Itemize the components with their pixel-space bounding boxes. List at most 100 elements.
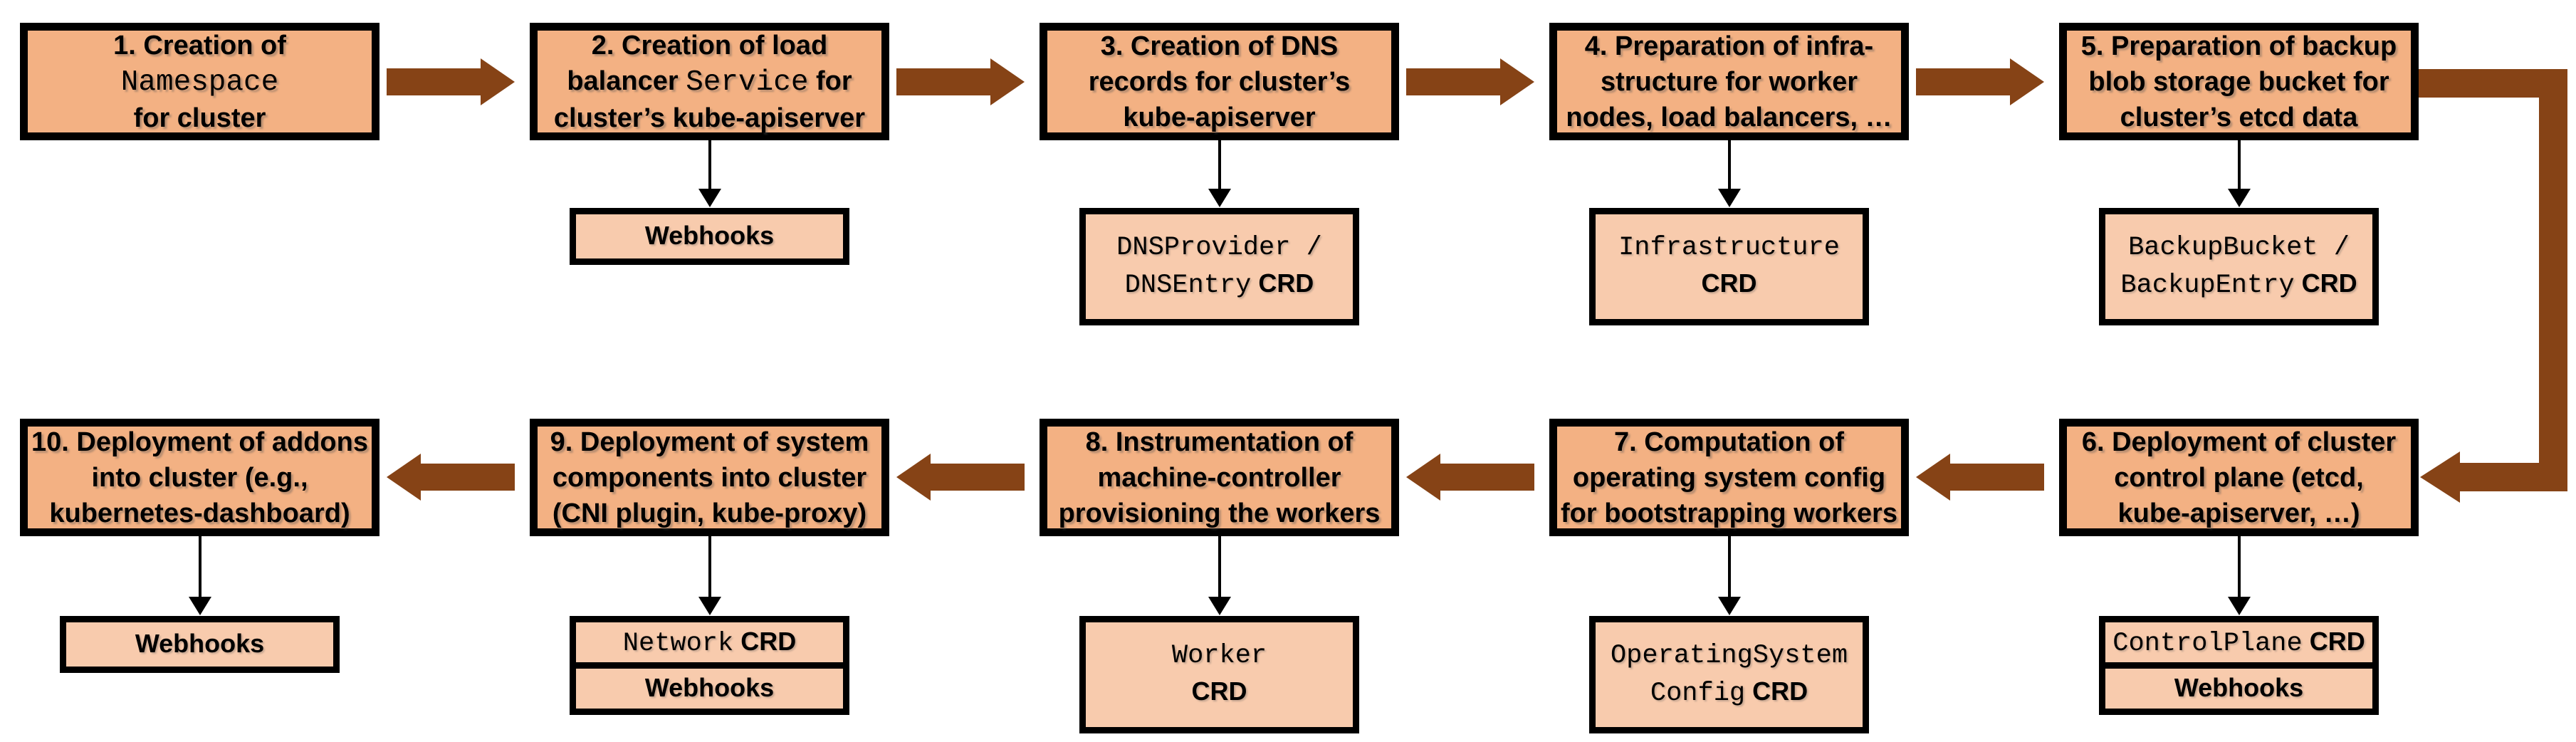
text-segment: CRD — [1191, 676, 1247, 706]
step-2-text-line: 2. Creation of load — [592, 28, 827, 63]
step-5-text-line: blob storage bucket for — [2088, 64, 2389, 100]
text-segment: records for cluster’s — [1088, 66, 1351, 97]
step-8-text-line: 8. Instrumentation of — [1086, 424, 1354, 460]
step-2-sub-stack: Webhooks — [570, 208, 849, 265]
backupbucket-backupentry-crd-text-line: BackupBucket / — [2128, 231, 2350, 266]
text-segment: structure for worker — [1600, 66, 1858, 97]
text-segment: kubernetes-dashboard) — [49, 498, 350, 528]
text-segment: DNSEntry — [1124, 270, 1252, 301]
text-segment: into cluster (e.g., — [91, 462, 308, 493]
text-segment: 6. Deployment of cluster — [2081, 427, 2397, 457]
text-segment: 5. Preparation of backup — [2080, 31, 2397, 61]
text-segment: Worker — [1171, 640, 1267, 671]
flow-arrow-step8-to-step9 — [896, 454, 1025, 501]
backupbucket-backupentry-crd-text-line: BackupEntry CRD — [2120, 266, 2357, 303]
flow-arrow-step1-to-step2 — [387, 58, 515, 105]
step-10-sub-stack: Webhooks — [60, 616, 340, 673]
controlplane-crd-text-line: ControlPlane CRD — [2112, 624, 2365, 662]
webhooks-box: Webhooks — [570, 208, 849, 265]
text-segment: components into cluster — [552, 462, 867, 493]
text-segment: cluster’s kube-apiserver — [553, 103, 866, 133]
step-6-text-line: control plane (etcd, — [2114, 460, 2363, 496]
step-9-sub-stack: Network CRD Webhooks — [570, 616, 849, 715]
step-4-box: 4. Preparation of infra-structure for wo… — [1549, 23, 1909, 140]
down-arrow-icon — [2227, 140, 2251, 207]
text-segment: balancer — [567, 66, 686, 96]
text-segment: Config — [1650, 678, 1746, 709]
text-segment: nodes, load balancers, … — [1566, 102, 1892, 132]
text-segment: Webhooks — [644, 672, 775, 702]
webhooks-text-line: Webhooks — [645, 218, 774, 256]
text-segment: provisioning the workers — [1058, 498, 1381, 528]
down-arrow-icon — [698, 535, 721, 615]
text-segment: for cluster — [133, 103, 266, 133]
text-segment: cluster’s etcd data — [2120, 102, 2358, 132]
step-8-text-line: machine-controller — [1097, 460, 1341, 496]
text-segment: control plane (etcd, — [2114, 462, 2364, 493]
webhooks-text-line: Webhooks — [2174, 670, 2303, 708]
text-segment: Service — [686, 66, 809, 99]
text-segment: OperatingSystem — [1610, 640, 1848, 671]
text-segment: for — [808, 66, 852, 96]
step-4-text-line: structure for worker — [1601, 64, 1858, 100]
text-segment: kube-apiserver, …) — [2117, 498, 2360, 528]
text-segment: 9. Deployment of system — [550, 427, 869, 457]
step-3-text-line: 3. Creation of DNS — [1101, 28, 1339, 64]
text-segment: Namespace — [120, 66, 279, 99]
step-9-text-line: 9. Deployment of system — [550, 424, 869, 460]
flow-arrow-step3-to-step4 — [1406, 58, 1534, 105]
step-10-text-line: kubernetes-dashboard) — [49, 496, 350, 531]
down-arrow-icon — [1717, 140, 1741, 207]
step-3-text-line: records for cluster’s — [1089, 64, 1350, 100]
webhooks-text-line: Webhooks — [645, 670, 774, 708]
network-crd-text-line: Network CRD — [623, 624, 796, 662]
controlplane-crd-box: ControlPlane CRD — [2099, 616, 2379, 669]
infrastructure-crd-text-line: CRD — [1702, 266, 1757, 303]
dnsprovider-dnsentry-crd-text-line: DNSProvider / — [1116, 231, 1322, 266]
step-6-text-line: kube-apiserver, …) — [2117, 496, 2360, 531]
step-2-text-line: cluster’s kube-apiserver — [554, 100, 865, 136]
text-segment: CRD — [733, 626, 797, 656]
step-6-text-line: 6. Deployment of cluster — [2082, 424, 2396, 460]
webhooks-box: Webhooks — [2099, 662, 2379, 715]
operatingsystemconfig-crd-text-line: Config CRD — [1650, 674, 1808, 711]
text-segment: Infrastructure — [1618, 232, 1840, 263]
webhooks-box: Webhooks — [570, 662, 849, 715]
text-segment: Network — [622, 628, 734, 659]
down-arrow-icon — [1717, 535, 1741, 615]
worker-crd-text-line: Worker — [1172, 639, 1267, 674]
step-7-text-line: for bootstrapping workers — [1561, 496, 1897, 531]
dnsprovider-dnsentry-crd-box: DNSProvider /DNSEntry CRD — [1079, 208, 1359, 325]
backupbucket-backupentry-crd-box: BackupBucket /BackupEntry CRD — [2099, 208, 2379, 325]
step-8-text-line: provisioning the workers — [1059, 496, 1381, 531]
flow-arrow-step4-to-step5 — [1916, 58, 2044, 105]
down-arrow-icon — [188, 535, 211, 615]
webhooks-box: Webhooks — [60, 616, 340, 673]
text-segment: BackupEntry — [2120, 270, 2295, 301]
text-segment: CRD — [1701, 268, 1757, 298]
down-arrow-icon — [698, 140, 721, 207]
step-10-text-line: 10. Deployment of addons — [31, 424, 368, 460]
step-5-text-line: cluster’s etcd data — [2120, 100, 2358, 135]
step-5-sub-stack: BackupBucket /BackupEntry CRD — [2099, 208, 2379, 325]
text-segment: CRD — [2302, 626, 2365, 656]
step-10-text-line: into cluster (e.g., — [91, 460, 308, 496]
text-segment: (CNI plugin, kube-proxy) — [552, 498, 867, 528]
text-segment: 7. Computation of — [1614, 427, 1844, 457]
text-segment: ControlPlane — [2112, 628, 2303, 659]
step-3-text-line: kube-apiserver — [1123, 100, 1315, 135]
step-6-sub-stack: ControlPlane CRD Webhooks — [2099, 616, 2379, 715]
text-segment: Webhooks — [2174, 672, 2304, 702]
webhooks-text-line: Webhooks — [135, 626, 264, 664]
worker-crd-text-line: CRD — [1192, 674, 1247, 711]
flow-arrow-step9-to-step10 — [387, 454, 515, 501]
